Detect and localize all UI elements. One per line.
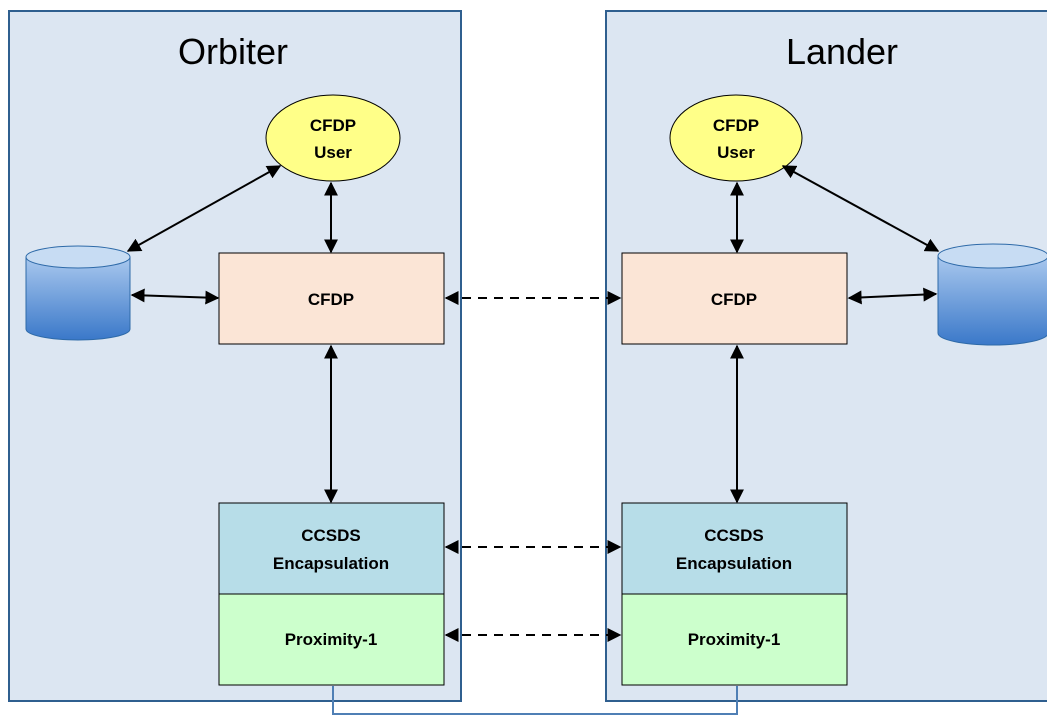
orbiter-proximity-box: Proximity-1 bbox=[218, 593, 445, 686]
orbiter-cfdp-user: CFDP User bbox=[265, 94, 401, 182]
orbiter-database-cfdp-arrow bbox=[130, 288, 220, 305]
lander-encapsulation-line2: Encapsulation bbox=[676, 554, 792, 573]
orbiter-encapsulation-line2: Encapsulation bbox=[273, 554, 389, 573]
orbiter-proximity-rect bbox=[218, 593, 445, 686]
lander-proximity-box: Proximity-1 bbox=[621, 593, 848, 686]
lander-cfdp-user: CFDP User bbox=[669, 94, 803, 182]
lander-cfdp-database-arrow bbox=[847, 287, 938, 305]
lander-cfdp-rect bbox=[621, 252, 848, 345]
lander-user-database-arrow bbox=[781, 165, 940, 252]
lander-title: Lander bbox=[786, 31, 898, 72]
orbiter-proximity-label: Proximity-1 bbox=[285, 630, 378, 649]
orbiter-user-line1: CFDP bbox=[310, 116, 356, 135]
orbiter-cfdp-label: CFDP bbox=[308, 290, 354, 309]
orbiter-title: Orbiter bbox=[178, 31, 288, 72]
lander-encapsulation-line1: CCSDS bbox=[704, 526, 764, 545]
lander-proximity-rect bbox=[621, 593, 848, 686]
lander-panel: Lander CFDP User CFDP CCSDS Encapsulatio… bbox=[605, 10, 1047, 702]
orbiter-cfdp-rect bbox=[218, 252, 445, 345]
orbiter-panel: Orbiter CFDP User CFDP CCSDS Encapsulati… bbox=[8, 10, 462, 702]
lander-user-line2: User bbox=[717, 143, 755, 162]
orbiter-encapsulation-box: CCSDS Encapsulation bbox=[218, 502, 445, 595]
lander-cfdp-box: CFDP bbox=[621, 252, 848, 345]
lander-cfdp-label: CFDP bbox=[711, 290, 757, 309]
lander-encapsulation-rect bbox=[621, 502, 848, 595]
orbiter-database-icon bbox=[25, 245, 131, 341]
physical-link bbox=[332, 686, 738, 715]
orbiter-encapsulation-rect bbox=[218, 502, 445, 595]
orbiter-user-line2: User bbox=[314, 143, 352, 162]
lander-user-ellipse bbox=[669, 94, 803, 182]
orbiter-encapsulation-line1: CCSDS bbox=[301, 526, 361, 545]
lander-user-line1: CFDP bbox=[713, 116, 759, 135]
lander-database-icon bbox=[937, 243, 1047, 346]
orbiter-user-ellipse bbox=[265, 94, 401, 182]
lander-proximity-label: Proximity-1 bbox=[688, 630, 781, 649]
lander-encapsulation-box: CCSDS Encapsulation bbox=[621, 502, 848, 595]
orbiter-user-database-arrow bbox=[126, 165, 282, 252]
orbiter-cfdp-box: CFDP bbox=[218, 252, 445, 345]
